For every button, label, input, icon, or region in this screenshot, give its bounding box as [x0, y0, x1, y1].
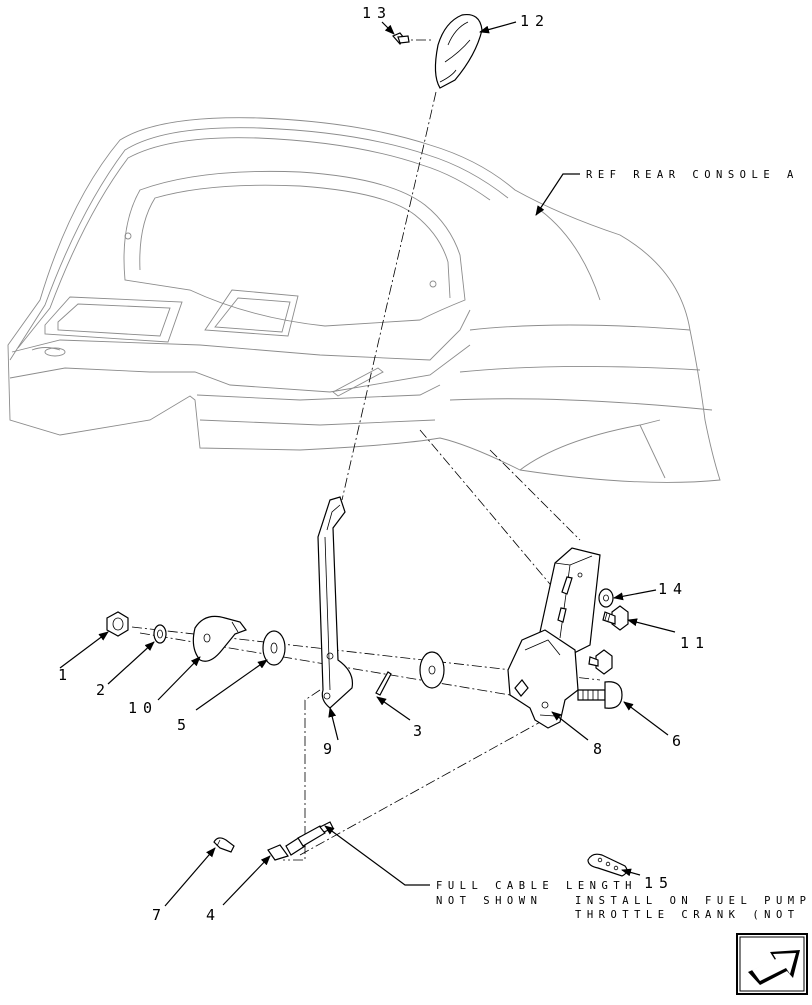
rear-console	[7, 117, 721, 483]
note-pump-line2: THROTTLE CRANK (NOT SHOWN)	[575, 909, 812, 921]
note-pump-line1: INSTALL ON FUEL PUMP	[575, 895, 811, 907]
note-cable-line1: FULL CABLE LENGTH	[436, 880, 637, 892]
note-cable-line2: NOT SHOWN	[436, 895, 542, 907]
washer-5	[262, 630, 286, 666]
callout-15: 15	[644, 874, 674, 892]
bolt-11	[602, 605, 629, 631]
callout-3: 3	[413, 722, 428, 740]
lever-arm-9	[317, 496, 354, 709]
bracket-8	[507, 547, 601, 729]
washer-bracket-side	[419, 651, 445, 689]
next-page-arrow-icon[interactable]	[736, 933, 808, 995]
notes: REF REAR CONSOLE A FULL CABLE LENGTH NOT…	[436, 169, 812, 921]
callout-12: 12	[520, 12, 550, 30]
callout-5: 5	[177, 716, 192, 734]
callouts: 1 2 3 4 5 6 7 8 9 10 11 12 13 14 15	[58, 4, 710, 924]
cable-end-4	[267, 821, 334, 861]
callout-9: 9	[323, 740, 338, 758]
callout-6: 6	[672, 732, 687, 750]
carriage-bolt-6	[577, 681, 623, 709]
leaders	[59, 21, 676, 907]
callout-1: 1	[58, 666, 73, 684]
washer-14	[598, 588, 614, 608]
note-console-ref: REF REAR CONSOLE A	[586, 169, 799, 181]
callout-14: 14	[658, 580, 688, 598]
centerlines	[131, 39, 601, 861]
callout-7: 7	[152, 906, 167, 924]
clevis-pin-7	[213, 837, 235, 853]
callout-8: 8	[593, 740, 608, 758]
washer-2	[153, 624, 167, 644]
knob-12	[434, 13, 483, 89]
nut-1	[106, 611, 129, 637]
callout-13: 13	[362, 4, 392, 22]
cotter-pin-3	[375, 671, 392, 696]
bolt-extra	[588, 649, 613, 675]
callout-11: 11	[680, 634, 710, 652]
callout-4: 4	[206, 906, 221, 924]
callout-2: 2	[96, 681, 111, 699]
screw-13	[392, 32, 410, 45]
cam-10	[192, 615, 247, 662]
callout-10: 10	[128, 699, 158, 717]
clip-15	[587, 853, 628, 877]
